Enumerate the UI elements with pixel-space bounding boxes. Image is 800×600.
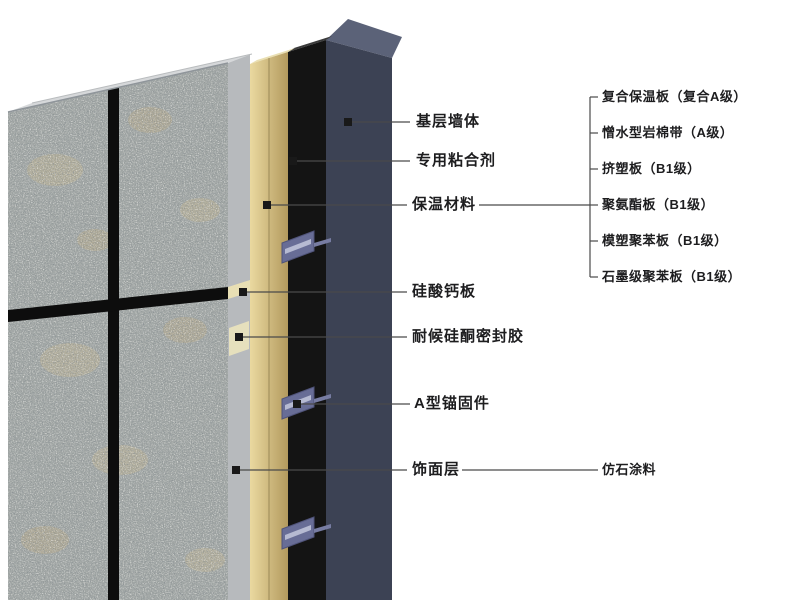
anchor-bracket-top [281,230,331,264]
finish-option: 仿石涂料 [602,462,657,477]
insulation-option-2: 憎水型岩棉带（A级） [602,125,734,140]
top-cap-front-edge [7,62,229,113]
anchor-bracket-bottom [281,516,331,550]
adhesive-layer [288,40,326,600]
insulation-option-3: 挤塑板（B1级） [602,161,701,176]
panel-joint-vertical [108,87,119,600]
leader-dots [232,118,352,474]
callout-base-wall: 基层墙体 [416,113,481,130]
insulation-option-5: 模塑聚苯板（B1级） [602,233,728,248]
granite-cladding-panels [8,63,228,600]
adhesive-layer-top-face [288,36,332,52]
top-cap-back-edge [31,53,253,104]
leader-lines [240,96,598,471]
base-wall-face [326,40,392,600]
panel-joint-horizontal [8,287,228,322]
callout-sealant: 耐候硅酮密封胶 [412,328,525,345]
callout-board: 硅酸钙板 [412,283,477,300]
callout-finish-layer: 饰面层 [412,461,461,478]
insulation-layer-top-face [250,48,295,64]
callout-anchor: A型锚固件 [414,395,490,412]
callout-insulation: 保温材料 [412,196,477,213]
base-wall-top-face [326,19,402,58]
insulation-option-4: 聚氨酯板（B1级） [602,197,715,212]
callout-adhesive: 专用粘合剂 [416,152,497,169]
insulation-option-6: 石墨级聚苯板（B1级） [602,269,742,284]
insulation-option-1: 复合保温板（复合A级） [602,89,747,104]
top-cap-face [8,54,252,112]
